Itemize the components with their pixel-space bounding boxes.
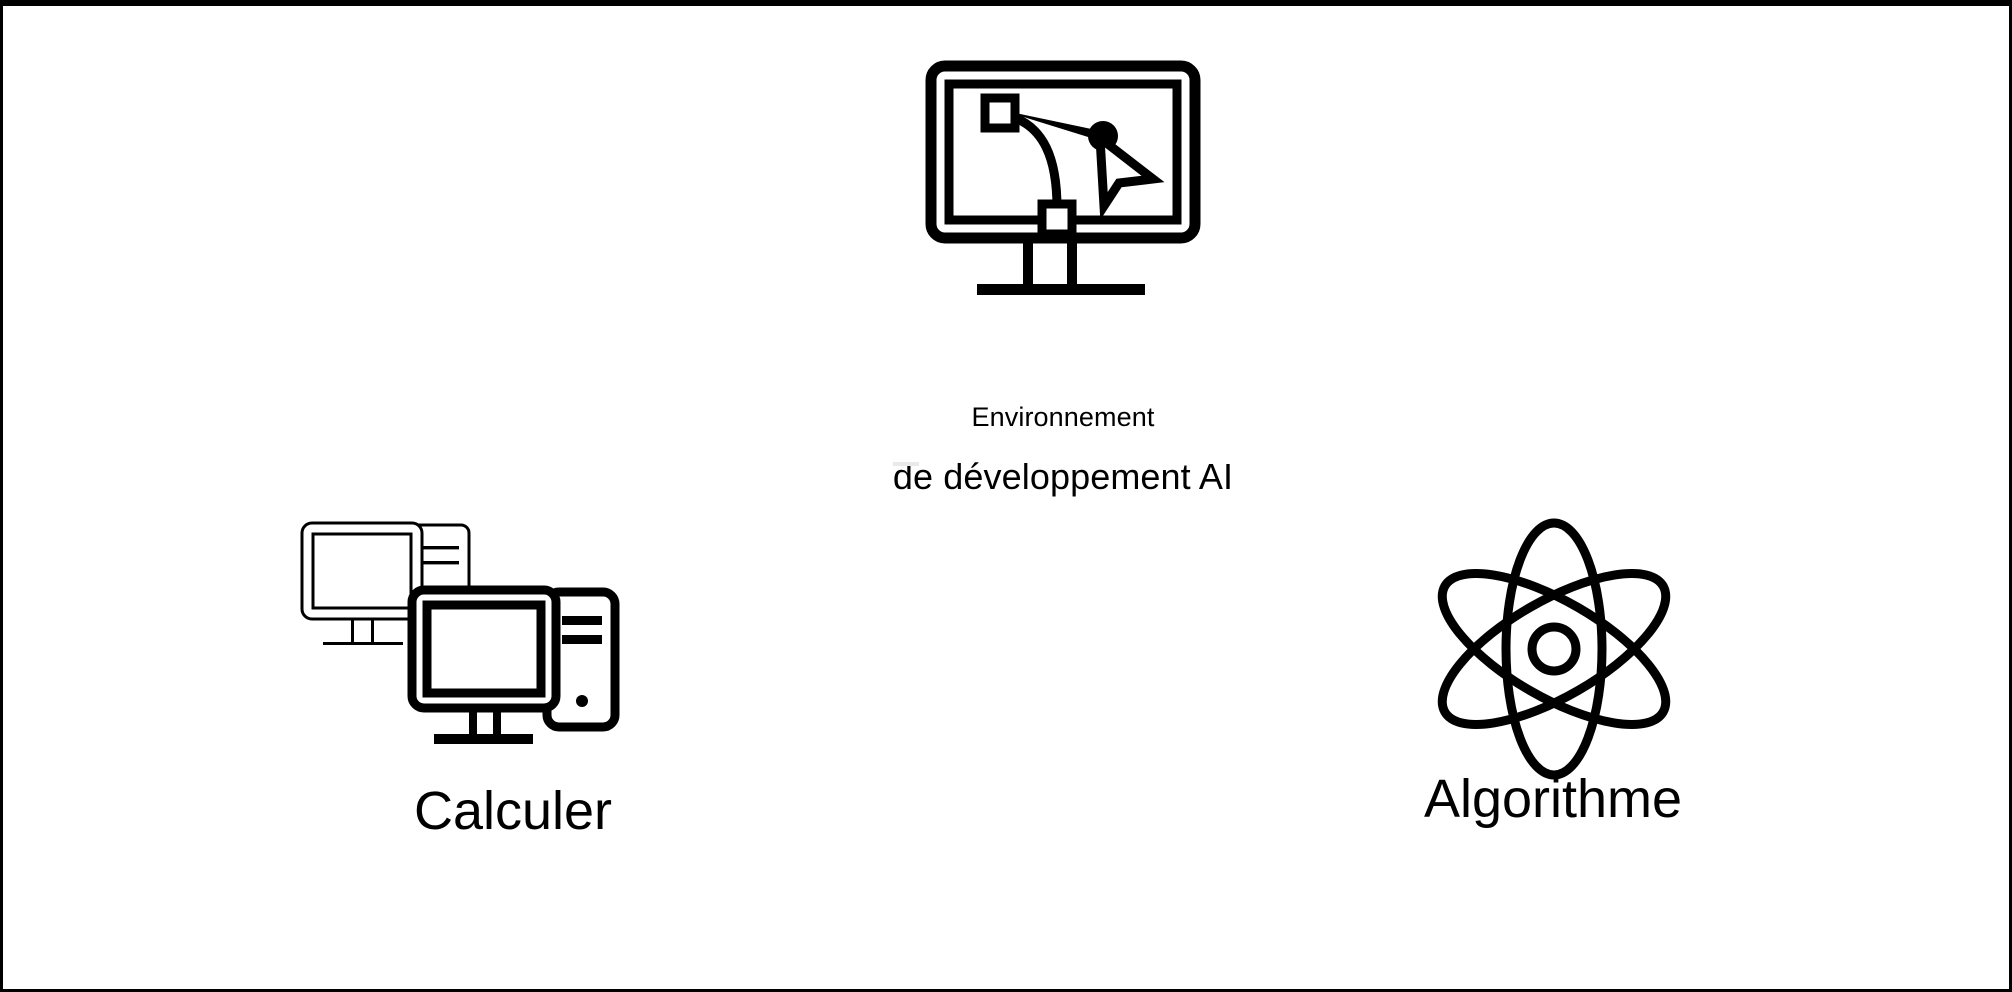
left-group-label: Calculer [413, 781, 613, 841]
desktop-computers-icon [300, 518, 703, 778]
monitor-stand-leg-left [1023, 238, 1033, 284]
back-monitor-screen [311, 532, 413, 610]
front-tower-slot-2 [562, 635, 602, 644]
monitor-stand-leg-right [1067, 238, 1077, 284]
front-monitor-stand-leg-right [493, 708, 501, 734]
back-monitor-stand-leg-right [371, 619, 374, 643]
atom-orbit-vertical [1501, 518, 1607, 780]
faint-render-artifact [893, 462, 919, 466]
bezier-anchor-point-top [980, 93, 1020, 133]
atom-icon-svg [1437, 518, 1671, 780]
monitor-vector-design-icon [905, 56, 1221, 331]
monitor-stand-base [977, 284, 1145, 295]
back-monitor-stand-leg-left [351, 619, 354, 643]
left-group: Calculer [300, 518, 723, 841]
front-tower-slot-1 [562, 616, 602, 625]
desktop-computers-icon-svg [300, 521, 620, 744]
front-monitor-stand-base [434, 734, 533, 744]
center-caption-line-1: Environnement [971, 402, 1155, 432]
front-monitor-screen [422, 600, 546, 698]
front-computer-thick [407, 585, 620, 744]
front-monitor-stand-leg-left [469, 708, 477, 734]
atom-orbit-diagonal-left [1437, 569, 1671, 729]
bezier-control-handle [1001, 110, 1101, 141]
front-tower-power-dot [576, 695, 588, 707]
atom-icon [1435, 518, 1673, 780]
back-monitor-stand-base [323, 642, 403, 645]
right-group: Algorithme [1393, 518, 1713, 829]
back-tower-slot-2 [423, 561, 459, 565]
bezier-anchor-point-bottom [1037, 199, 1077, 239]
center-group: Environnement de développement AI [883, 56, 1243, 526]
back-tower-slot-1 [423, 546, 459, 550]
center-caption-line-2: de développement AI [892, 456, 1234, 497]
monitor-vector-design-icon-svg [925, 60, 1201, 295]
right-group-label: Algorithme [1423, 769, 1683, 829]
atom-orbit-diagonal-right [1437, 569, 1671, 729]
atom-nucleus [1527, 622, 1581, 676]
cursor-arrow-icon [1094, 128, 1165, 220]
